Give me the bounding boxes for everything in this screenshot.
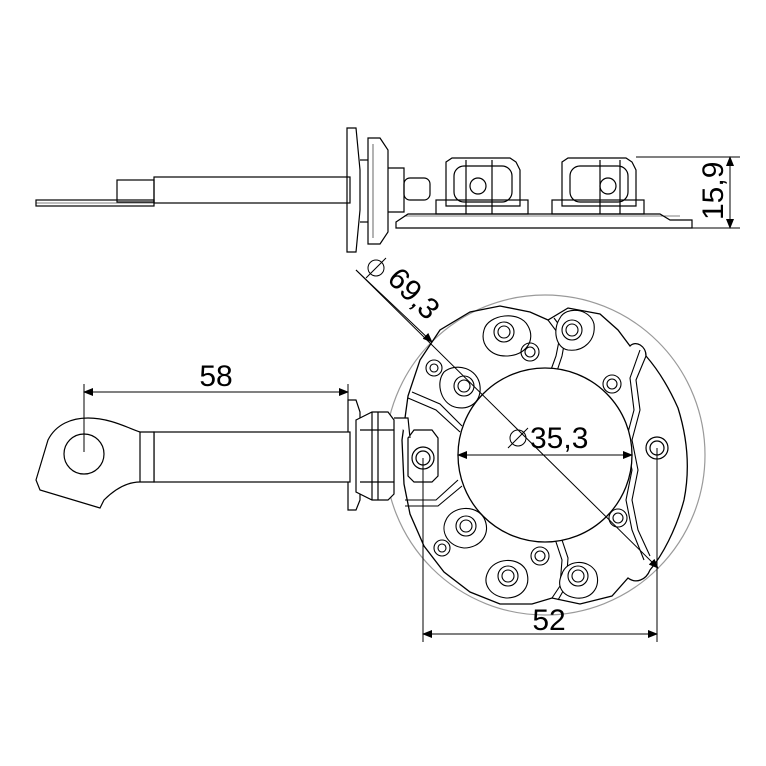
- dimension-inner-diameter: [457, 427, 633, 459]
- top-lead: [35, 417, 351, 509]
- side-brush-holder-2: [551, 157, 645, 215]
- side-view: [35, 127, 693, 253]
- side-lead-wire: [153, 176, 351, 204]
- side-flange: [346, 127, 361, 253]
- dimension-outer-diameter: [355, 257, 659, 569]
- diameter-symbol-inner: [509, 429, 527, 447]
- side-brush-holder-1: [435, 157, 529, 215]
- dimension-hole-spacing: [422, 448, 658, 642]
- top-cable-holder: [347, 399, 411, 511]
- rivets: [425, 319, 628, 587]
- lead-eyelet-terminal: [35, 417, 155, 509]
- dimension-height: [636, 156, 740, 229]
- dimension-lead-length: [83, 384, 349, 452]
- diameter-symbol-outer: [367, 259, 385, 277]
- dimension-height-label: 15,9: [697, 162, 730, 220]
- dimension-inner-diameter-label: 35,3: [530, 422, 588, 455]
- board-outline: [401, 305, 689, 605]
- dimension-outer-diameter-label: 69,3: [381, 262, 446, 327]
- dimension-hole-spacing-label: 52: [532, 604, 565, 637]
- dimension-lead-length-label: 58: [199, 360, 232, 393]
